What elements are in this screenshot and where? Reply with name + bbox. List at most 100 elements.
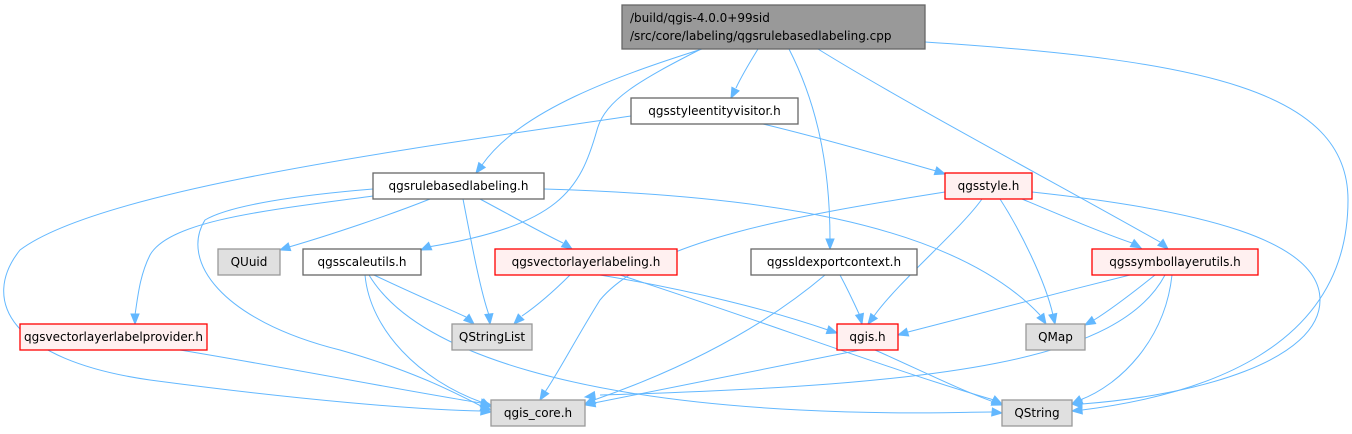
arrowhead-icon — [990, 396, 1004, 406]
node-box — [451, 323, 533, 351]
node-qgsvectorlayerlabeling[interactable]: qgsvectorlayerlabeling.h — [494, 248, 678, 276]
node-label: qgssymbollayerutils.h — [1109, 255, 1241, 269]
edge-line — [907, 274, 1131, 333]
edge-qgssymbollayerutils-to-qgis — [896, 274, 1131, 337]
edge-line — [599, 274, 829, 331]
edge-line — [874, 349, 995, 403]
arrowhead-icon — [278, 242, 292, 252]
node-QMap: QMap — [1025, 323, 1086, 351]
arrowhead-icon — [854, 312, 865, 326]
edge-qgsstyle-to-qgis — [867, 198, 983, 326]
edge-line — [544, 191, 946, 393]
nodes-layer: /build/qgis-4.0.0+99sid/src/core/labelin… — [19, 4, 1259, 427]
edge-line — [839, 274, 861, 317]
node-label: qgssldexportcontext.h — [767, 255, 901, 269]
edge-qgsvectorlayerlabeling-to-qgis — [599, 274, 839, 335]
node-box — [19, 323, 208, 351]
node-qgsvectorlayerlabelprovider[interactable]: qgsvectorlayerlabelprovider.h — [19, 323, 208, 351]
arrowhead-icon — [479, 398, 493, 408]
edge-qgssldexportcontext-to-qgis_core — [583, 274, 826, 405]
edge-qgsstyle-to-QString — [1031, 191, 1321, 409]
node-label: qgsvectorlayerlabeling.h — [512, 255, 661, 269]
node-box — [494, 248, 678, 276]
node-qgsstyleentityvisitor[interactable]: qgsstyleentityvisitor.h — [630, 97, 799, 125]
node-label: QUuid — [231, 255, 268, 269]
edge-root-to-QString — [924, 41, 1349, 415]
edge-line — [373, 274, 467, 318]
node-box — [944, 172, 1033, 200]
edge-line — [364, 274, 482, 403]
edge-qgsvectorlayerlabelprovider-to-qgis_core — [179, 349, 493, 408]
node-qgssymbollayerutils[interactable]: qgssymbollayerutils.h — [1091, 248, 1259, 276]
arrowhead-icon — [933, 166, 947, 176]
node-label: qgsvectorlayerlabelprovider.h — [24, 330, 203, 344]
edge-qgsrulebasedlabeling-to-QMap — [543, 188, 1047, 326]
edge-line — [1021, 198, 1133, 244]
node-root[interactable]: /build/qgis-4.0.0+99sid/src/core/labelin… — [621, 4, 926, 50]
edge-qgsstyle-to-QMap — [999, 198, 1058, 326]
node-box — [621, 4, 926, 50]
arrowhead-icon — [583, 390, 597, 401]
node-qgsscaleutils[interactable]: qgsscaleutils.h — [302, 248, 422, 276]
edge-qgsrulebasedlabeling-to-qgsvectorlayerlabeling — [479, 198, 574, 250]
edge-qgis-to-qgis_core — [583, 349, 861, 408]
edge-qgsstyle-to-qgssymbollayerutils — [1021, 198, 1143, 249]
arrowhead-icon — [419, 241, 433, 251]
edge-line — [197, 188, 482, 407]
edge-root-to-qgssymbollayerutils — [817, 48, 1170, 250]
edge-line — [134, 195, 374, 316]
node-box — [750, 248, 918, 276]
edge-qgsstyle-to-qgis_core — [539, 191, 946, 402]
arrowhead-icon — [475, 161, 487, 175]
edge-line — [735, 48, 759, 89]
node-label: QString — [1014, 406, 1059, 420]
edge-qgsvectorlayerlabeling-to-QString — [619, 274, 1004, 405]
arrowhead-icon — [484, 313, 494, 326]
edge-qgssymbollayerutils-to-QString — [1070, 274, 1173, 405]
node-qgsrulebasedlabeling[interactable]: qgsrulebasedlabeling.h — [372, 172, 545, 200]
arrowhead-icon — [1083, 315, 1097, 326]
edge-root-to-qgsstyleentityvisitor — [730, 48, 759, 100]
node-box — [372, 172, 545, 200]
edge-line — [427, 48, 702, 248]
edge-root-to-qgsscaleutils — [419, 48, 702, 251]
node-qgsstyle[interactable]: qgsstyle.h — [944, 172, 1033, 200]
node-label: qgsstyleentityvisitor.h — [648, 104, 780, 118]
node-label: qgsrulebasedlabeling.h — [389, 179, 529, 193]
edge-root-to-qgsrulebasedlabeling — [475, 48, 703, 175]
node-box — [302, 248, 422, 276]
arrowhead-icon — [513, 313, 525, 325]
arrowhead-icon — [1048, 312, 1058, 326]
arrowhead-icon — [1070, 405, 1083, 415]
edge-qgsscaleutils-to-QString — [368, 274, 1004, 417]
edge-qgis-to-QString — [874, 349, 1004, 406]
arrowhead-icon — [1070, 395, 1084, 405]
arrowhead-icon — [825, 238, 835, 251]
node-label: /src/core/labeling/qgsrulebasedlabeling.… — [630, 29, 891, 43]
node-box — [1025, 323, 1086, 351]
edge-line — [817, 48, 1161, 243]
edge-line — [179, 349, 482, 404]
arrowhead-icon — [560, 239, 574, 250]
arrowhead-icon — [825, 325, 839, 335]
edge-line — [521, 274, 571, 317]
arrowhead-icon — [583, 398, 597, 408]
arrowhead-icon — [1156, 238, 1170, 250]
arrowhead-icon — [991, 407, 1004, 417]
node-label: QMap — [1038, 330, 1073, 344]
arrowhead-icon — [539, 388, 550, 402]
edge-line — [479, 198, 564, 244]
node-label: qgis_core.h — [504, 406, 572, 420]
node-label: qgis.h — [849, 330, 885, 344]
node-qgssldexportcontext[interactable]: qgssldexportcontext.h — [750, 248, 918, 276]
edge-line — [619, 274, 995, 401]
edge-line — [924, 41, 1349, 411]
arrowhead-icon — [1129, 238, 1143, 249]
node-box — [1001, 399, 1073, 427]
edge-line — [599, 274, 1166, 396]
node-qgis[interactable]: qgis.h — [836, 323, 899, 351]
edge-line — [593, 274, 826, 401]
edge-qgsrulebasedlabeling-to-QStringList — [462, 198, 494, 326]
edge-line — [1093, 274, 1156, 321]
